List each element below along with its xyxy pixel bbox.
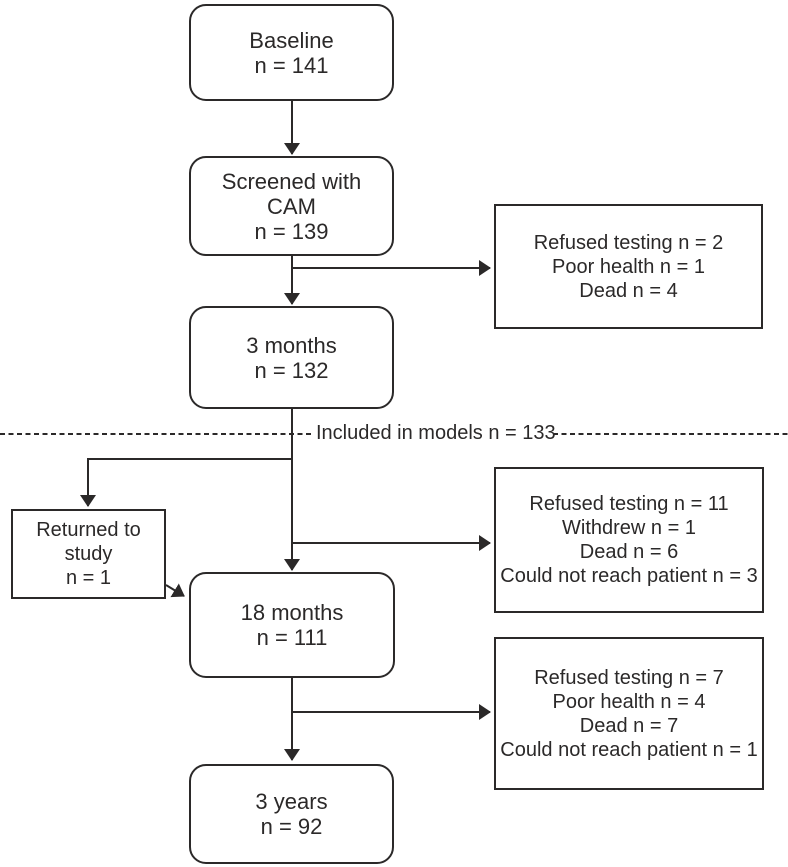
- node-text-line: Dead n = 6: [579, 541, 679, 563]
- node-text-line: Dead n = 7: [579, 714, 679, 737]
- node-text-line: Withdrew n = 1: [562, 517, 696, 539]
- node-text-line: n = 132: [254, 357, 329, 383]
- node-screened-with-cam: Screened with CAM n = 139: [189, 156, 394, 256]
- node-baseline: Baseline n = 141: [189, 4, 394, 101]
- node-text-line: Returned to: [36, 519, 141, 541]
- node-text-line: Baseline: [249, 27, 334, 53]
- arrow-returned-to-18months: [165, 583, 185, 598]
- node-text-line: Poor health n = 4: [552, 690, 706, 713]
- node-text-line: Could not reach patient n = 1: [500, 738, 758, 761]
- node-18-months: 18 months n = 111: [189, 572, 395, 678]
- node-returned-to-study: Returned to study n = 1: [11, 509, 166, 599]
- node-text-line: n = 1: [65, 567, 112, 589]
- node-text-line: Refused testing n = 7: [534, 666, 724, 689]
- node-text-line: n = 111: [256, 625, 328, 650]
- divider-label: Included in models n = 133: [316, 421, 556, 446]
- node-text-line: n = 141: [254, 52, 329, 78]
- node-dropout-3years: Refused testing n = 7 Poor health n = 4 …: [494, 637, 764, 790]
- node-3-months: 3 months n = 132: [189, 306, 394, 409]
- node-text-line: Screened with: [221, 168, 362, 194]
- node-3-years: 3 years n = 92: [189, 764, 394, 864]
- node-text-line: n = 139: [254, 218, 329, 244]
- node-text-line: Dead n = 4: [579, 279, 678, 302]
- node-text-line: 18 months: [240, 600, 344, 625]
- node-text-line: n = 92: [260, 814, 323, 839]
- node-text-line: Could not reach patient n = 3: [500, 565, 758, 587]
- node-text-line: Refused testing n = 2: [533, 231, 724, 254]
- node-text-line: 3 years: [255, 789, 328, 814]
- node-text-line: CAM: [267, 193, 316, 219]
- node-text-line: Poor health n = 1: [552, 255, 705, 278]
- node-text-line: study: [64, 543, 113, 565]
- node-text-line: Refused testing n = 11: [529, 493, 729, 515]
- node-dropout-18months: Refused testing n = 11 Withdrew n = 1 De…: [494, 467, 764, 613]
- arrow-branch-to-returned: [80, 458, 292, 507]
- node-text-line: 3 months: [246, 332, 337, 358]
- node-dropout-3months: Refused testing n = 2 Poor health n = 1 …: [494, 204, 763, 329]
